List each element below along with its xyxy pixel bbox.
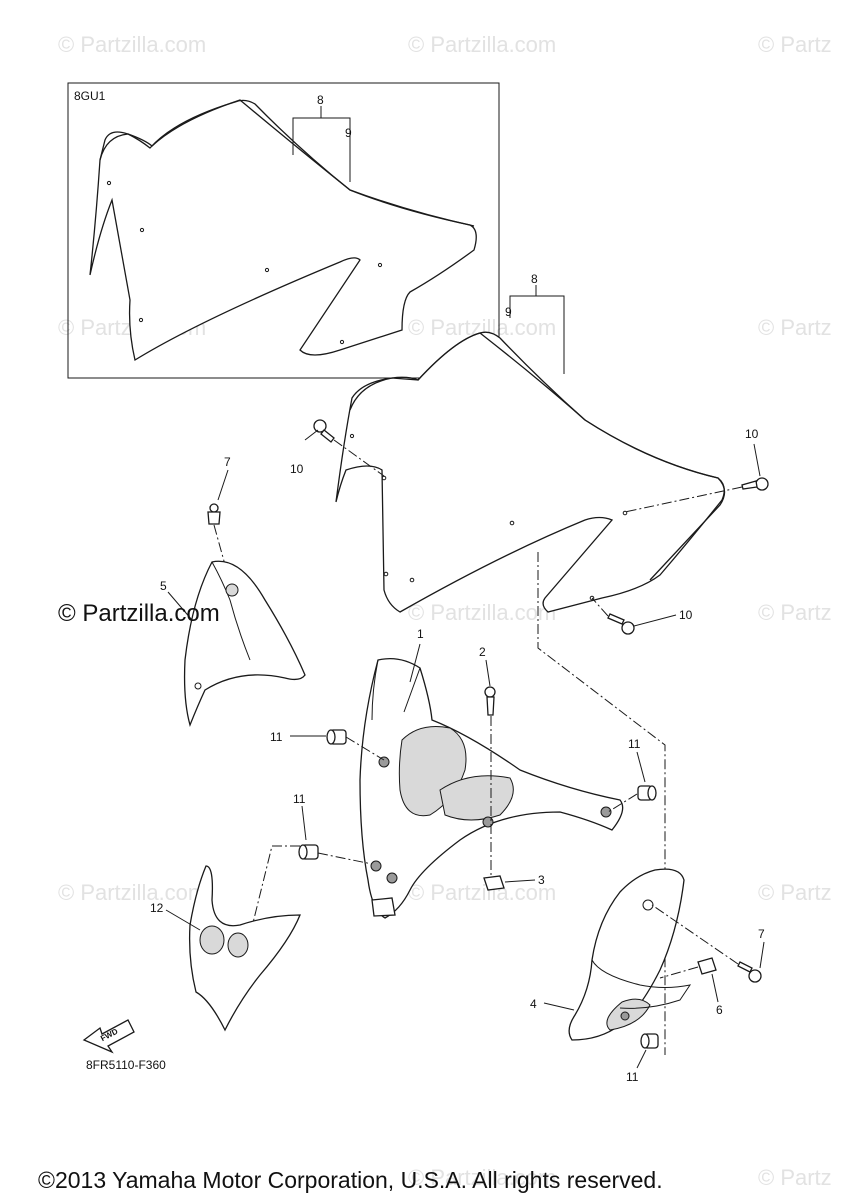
callout-10: 10 [745, 427, 759, 441]
inset-8gu1: 8GU1 8 9 [67, 82, 500, 379]
windscreen-hole [381, 475, 387, 481]
callout-3: 3 [538, 873, 545, 887]
screw-10-right: 10 [624, 427, 769, 513]
screw-10-left: 10 [290, 419, 385, 477]
part-6-nut: 6 [659, 957, 723, 1017]
grommet-11-d: 11 [626, 1033, 659, 1084]
watermark: © Partzilla.com [58, 32, 206, 57]
callout-8: 8 [317, 93, 324, 107]
windscreen: 8 9 [335, 272, 726, 613]
callout-1: 1 [417, 627, 424, 641]
diagram-code: 8FR5110-F360 [86, 1058, 166, 1072]
inset-hole [138, 317, 144, 323]
windscreen-body [335, 331, 725, 613]
callout-7: 7 [758, 927, 765, 941]
watermark: © Partz [758, 880, 832, 905]
grommet-11-b: 11 [607, 737, 657, 813]
inset-border [67, 82, 500, 379]
inset-hole [139, 227, 145, 233]
part-3-nut: 3 [483, 873, 545, 891]
callout-8: 8 [531, 272, 538, 286]
copyright-notice: ©2013 Yamaha Motor Corporation, U.S.A. A… [38, 1167, 663, 1193]
callout-11: 11 [626, 1070, 639, 1084]
grommets-11: 11 11 11 11 [270, 729, 659, 1084]
inset-hole [264, 267, 270, 273]
inset-windscreen-trim [99, 99, 475, 227]
windscreen-hole [589, 595, 595, 601]
callout-4: 4 [530, 997, 537, 1011]
callout-9: 9 [505, 305, 512, 319]
watermark: © Partz [758, 315, 832, 340]
callout-10: 10 [679, 608, 693, 622]
windscreen-hole [509, 520, 515, 526]
callout-12: 12 [150, 901, 164, 915]
part-2-clip: 2 [479, 645, 496, 878]
callout-11: 11 [628, 737, 641, 751]
screw-10-lower: 10 [591, 597, 693, 635]
part-5-side-cover: 7 5 [160, 455, 306, 728]
inset-hole [339, 339, 345, 345]
windscreen-hole [349, 433, 355, 439]
watermark: © Partzilla.com [408, 600, 556, 625]
watermark: © Partzilla.com [408, 880, 556, 905]
screws-10: 10 10 10 [290, 419, 769, 635]
part-7-rivet-lower: 7 [651, 904, 765, 983]
callout-11: 11 [270, 730, 283, 744]
windscreen-hole [409, 577, 415, 583]
callout-9: 9 [345, 126, 352, 140]
grommet-11-c: 11 [293, 792, 373, 865]
callout-7: 7 [224, 455, 231, 469]
inset-hole [106, 180, 112, 186]
watermark: © Partz [758, 1165, 832, 1190]
watermark: © Partzilla.com [408, 1165, 556, 1190]
windscreen-hole [383, 571, 389, 577]
rivet-7 [207, 511, 221, 525]
grommet-11-a: 11 [270, 729, 385, 761]
watermark: © Partz [758, 32, 832, 57]
inset-hole [377, 262, 383, 268]
callout-10: 10 [290, 462, 304, 476]
callout-5: 5 [160, 579, 167, 593]
inset-code: 8GU1 [74, 89, 106, 103]
part-12-lower-cover: 12 [150, 845, 301, 1032]
watermark-dark: © Partzilla.com [58, 600, 220, 627]
callout-2: 2 [479, 645, 486, 659]
part-4-side-cover: 4 [530, 868, 692, 1041]
watermark: © Partzilla.com [408, 32, 556, 57]
watermark: © Partzilla.com [58, 880, 206, 905]
callout-line [509, 295, 565, 374]
windscreen-trim [349, 332, 726, 581]
callout-6: 6 [716, 1003, 723, 1017]
callout-11: 11 [293, 792, 306, 806]
fwd-arrow: FWD [82, 1019, 135, 1054]
windscreen-hole [622, 510, 628, 516]
watermark: © Partz [758, 600, 832, 625]
